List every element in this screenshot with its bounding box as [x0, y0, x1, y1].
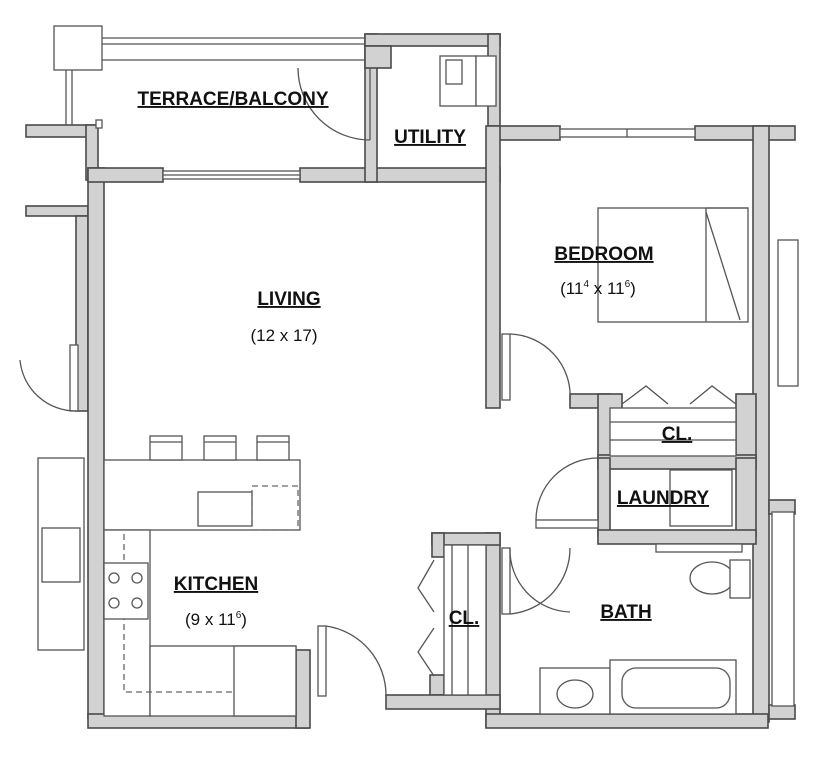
neighbour-bath	[771, 511, 795, 707]
bathtub	[609, 659, 737, 715]
water-heater	[439, 55, 497, 107]
living-label: LIVING	[257, 289, 320, 310]
bedroom-dims-close: )	[630, 279, 636, 298]
kitchen-door[interactable]	[317, 625, 387, 697]
hall-closet[interactable]	[417, 544, 487, 696]
bedroom-dims: (114 x 116)	[560, 279, 636, 298]
kitchen-counters	[103, 529, 297, 717]
bedroom-dims-open: (11	[560, 279, 583, 298]
bedroom-dims-sup2: 6	[625, 279, 631, 290]
bedroom-door[interactable]	[501, 333, 571, 401]
walls	[25, 33, 796, 729]
entry-door-left[interactable]	[19, 344, 79, 412]
neighbour-window	[777, 239, 799, 387]
bedroom-dims-mid: x 11	[589, 279, 625, 298]
bath-vanity	[539, 667, 611, 715]
washer-dryer	[669, 469, 733, 527]
bed	[597, 207, 749, 323]
kitchen-dims-open: (9 x 11	[185, 610, 236, 629]
kitchen-dims-sup: 6	[236, 610, 242, 621]
laundry-door[interactable]	[535, 457, 599, 529]
bedroom-dims-sup1: 4	[583, 279, 589, 290]
kitchen-island	[103, 435, 301, 531]
bath-shelf	[655, 543, 743, 553]
laundry-label: LAUNDRY	[617, 488, 710, 509]
living-dims: (12 x 17)	[250, 326, 317, 345]
kitchen-dims-close: )	[241, 610, 247, 629]
toilet	[689, 559, 751, 599]
bedroom-label: BEDROOM	[554, 244, 653, 265]
terrace-label: TERRACE/BALCONY	[137, 89, 328, 110]
bedroom-closet[interactable]	[609, 385, 737, 457]
neighbour-kitchen	[37, 457, 85, 651]
terrace-sliding-door[interactable]	[162, 170, 301, 180]
kitchen-label: KITCHEN	[174, 574, 258, 595]
bedroom-closet-label: CL.	[662, 424, 693, 445]
utility-label: UTILITY	[394, 127, 466, 148]
bath-door[interactable]	[501, 547, 571, 615]
utility-door[interactable]	[297, 67, 371, 141]
bath-label: BATH	[600, 602, 651, 623]
bedroom-window	[559, 128, 696, 138]
kitchen-dims: (9 x 116)	[185, 610, 247, 629]
hall-closet-label: CL.	[449, 608, 480, 629]
terrace-railing	[53, 25, 365, 129]
